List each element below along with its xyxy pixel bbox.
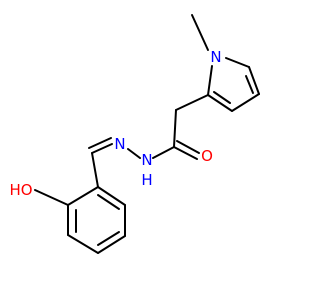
atom-label-hydroxyl: HO bbox=[9, 181, 32, 199]
bond-ch-ring bbox=[91, 152, 99, 188]
atom-label-pyrrole-n: N bbox=[210, 48, 221, 66]
bonds bbox=[34, 14, 260, 254]
bond-pyrrole-c5-c4 bbox=[248, 66, 260, 95]
bond-ring-c1-c2 bbox=[67, 186, 99, 206]
bond-n-ch bbox=[91, 143, 113, 154]
atom-label-carbonyl-o: O bbox=[201, 147, 213, 165]
bond-methyl-n bbox=[191, 14, 209, 51]
bond-ring-c3-c4 bbox=[67, 234, 99, 254]
bond-pyrrole-n-c5 bbox=[225, 57, 250, 68]
atom-labels: N O N N H HO bbox=[9, 48, 221, 199]
bond-ring-c6-c1-inner bbox=[97, 194, 120, 210]
bond-n-ch-inner bbox=[88, 137, 112, 149]
bond-nh-n bbox=[127, 148, 141, 159]
bond-ring-oh bbox=[34, 189, 69, 206]
bond-pyrrole-c4-c3 bbox=[231, 93, 260, 112]
bond-ring-c4-c5-inner bbox=[97, 231, 120, 246]
bond-carbonyl-nh bbox=[152, 146, 175, 159]
bond-carbonyl-o bbox=[173, 146, 198, 160]
bond-c2-ch2 bbox=[175, 94, 209, 111]
atom-label-hydrazone-n: N bbox=[114, 135, 125, 153]
bond-pyrrole-c3-c2 bbox=[207, 94, 233, 112]
bond-ring-c6-c1 bbox=[97, 186, 126, 206]
bond-pyrrole-c3-c2-inner bbox=[213, 91, 231, 104]
bond-ring-c4-c5 bbox=[97, 235, 126, 254]
bond-carbonyl-o-inner bbox=[176, 140, 200, 154]
bond-pyrrole-c2-n bbox=[207, 65, 213, 96]
molecule-canvas: N O N N H HO bbox=[9, 14, 260, 254]
atom-label-amide-n: N bbox=[141, 151, 152, 169]
molecule-structure: N O N N H HO bbox=[9, 14, 260, 254]
atom-label-amide-h: H bbox=[141, 171, 152, 189]
bond-ch2-carbonyl bbox=[173, 109, 177, 148]
bond-pyrrole-c5-c4-inner bbox=[245, 75, 254, 94]
